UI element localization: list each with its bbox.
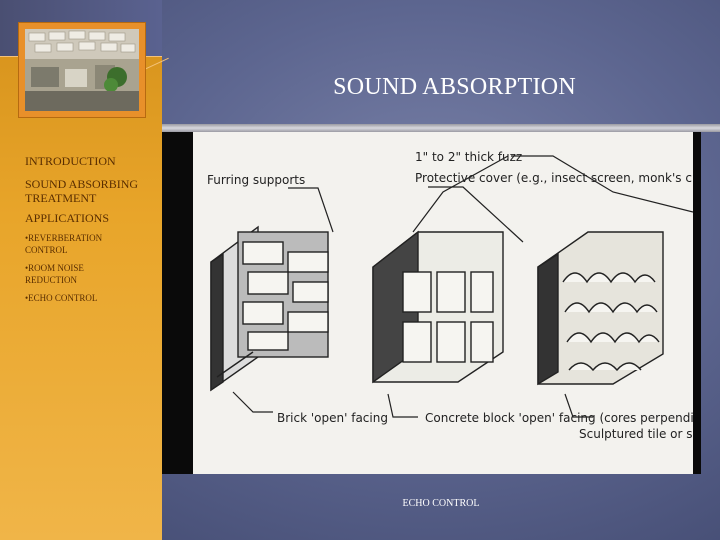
image-frame-band <box>162 124 720 132</box>
label-thick-fuzz: 1" to 2" thick fuzz <box>415 150 522 164</box>
label-furring: Furring supports <box>207 173 305 187</box>
diagram-frame: 1" to 2" thick fuzz Furring supports Pro… <box>162 132 720 474</box>
label-brick: Brick 'open' facing <box>277 411 388 425</box>
concrete-panel <box>372 230 504 384</box>
sculptured-panel <box>537 231 664 386</box>
menu-item-echo-control[interactable]: •ECHO CONTROL <box>25 293 98 303</box>
slide-caption: ECHO CONTROL <box>402 498 480 509</box>
menu-item-applications[interactable]: APPLICATIONS <box>25 211 110 225</box>
label-protective: Protective cover (e.g., insect screen, m… <box>415 171 693 185</box>
room-thumbnail-image <box>25 29 139 111</box>
label-sculptured: Sculptured tile or screen block facing <box>579 427 693 441</box>
menu-item-room-noise-reduction[interactable]: •ROOM NOISE REDUCTION <box>25 263 84 285</box>
diagram-svg: 1" to 2" thick fuzz Furring supports Pro… <box>207 150 720 441</box>
menu-item-reverberation-control[interactable]: •REVERBERATION CONTROL <box>25 233 103 255</box>
brick-panel <box>210 225 329 392</box>
slide-title: SOUND ABSORPTION <box>333 74 576 100</box>
room-thumbnail-drawing <box>25 29 139 111</box>
thumbnail-frame <box>18 22 146 118</box>
sound-absorption-diagram: 1" to 2" thick fuzz Furring supports Pro… <box>193 132 720 474</box>
label-concrete: Concrete block 'open' facing (cores perp… <box>425 411 693 425</box>
menu-item-sound-absorbing-treatment[interactable]: SOUND ABSORBING TREATMENT <box>25 177 139 205</box>
leader-lines <box>232 155 694 418</box>
menu-item-introduction[interactable]: INTRODUCTION <box>25 154 116 168</box>
